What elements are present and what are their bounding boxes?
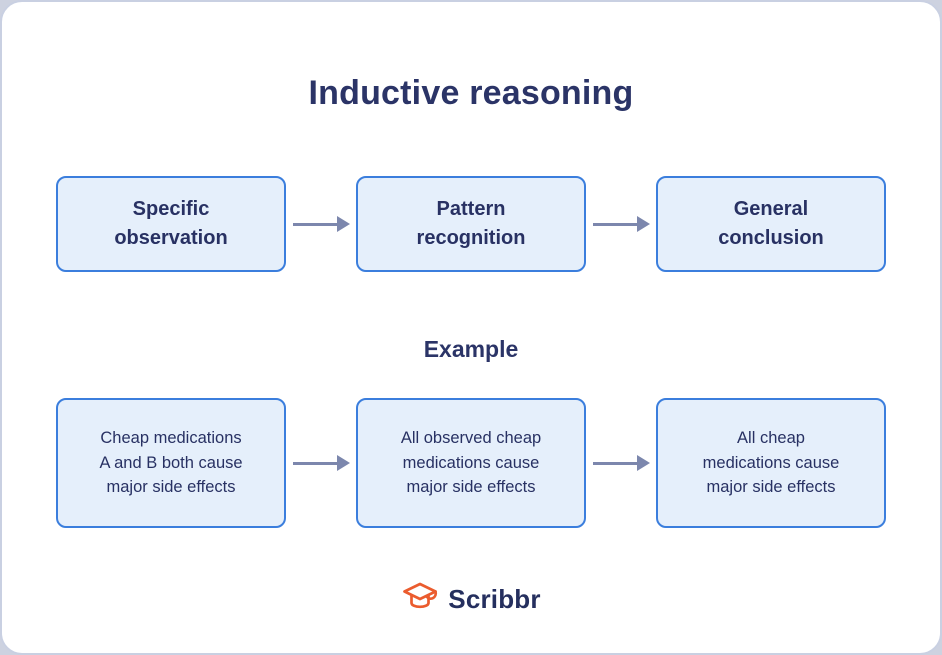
- reasoning-flow-row: Specific observation Pattern recognition…: [56, 176, 886, 272]
- graduation-cap-icon: [401, 580, 439, 619]
- box-label: All cheap medications cause major side e…: [702, 428, 840, 497]
- arrow-right-icon: [286, 216, 356, 232]
- arrow-right-icon: [286, 455, 356, 471]
- arrow-right-icon: [586, 455, 656, 471]
- flow-box-general-conclusion: General conclusion: [656, 176, 886, 272]
- box-label: Pattern recognition: [416, 198, 526, 249]
- flow-box-example-conclusion: All cheap medications cause major side e…: [656, 398, 886, 528]
- example-flow-row: Cheap medications A and B both cause maj…: [56, 398, 886, 528]
- logo-text: Scribbr: [448, 584, 541, 614]
- flow-box-specific-observation: Specific observation: [56, 176, 286, 272]
- flow-box-example-pattern: All observed cheap medications cause maj…: [356, 398, 586, 528]
- page-title: Inductive reasoning: [308, 74, 634, 112]
- arrow-right-icon: [586, 216, 656, 232]
- example-heading: Example: [423, 336, 519, 362]
- flow-box-example-observation: Cheap medications A and B both cause maj…: [56, 398, 286, 528]
- box-label: Cheap medications A and B both cause maj…: [99, 428, 243, 497]
- box-label: Specific observation: [114, 198, 228, 249]
- flow-box-pattern-recognition: Pattern recognition: [356, 176, 586, 272]
- box-label: General conclusion: [718, 198, 824, 249]
- scribbr-logo: Scribbr: [401, 580, 541, 619]
- box-label: All observed cheap medications cause maj…: [400, 428, 542, 497]
